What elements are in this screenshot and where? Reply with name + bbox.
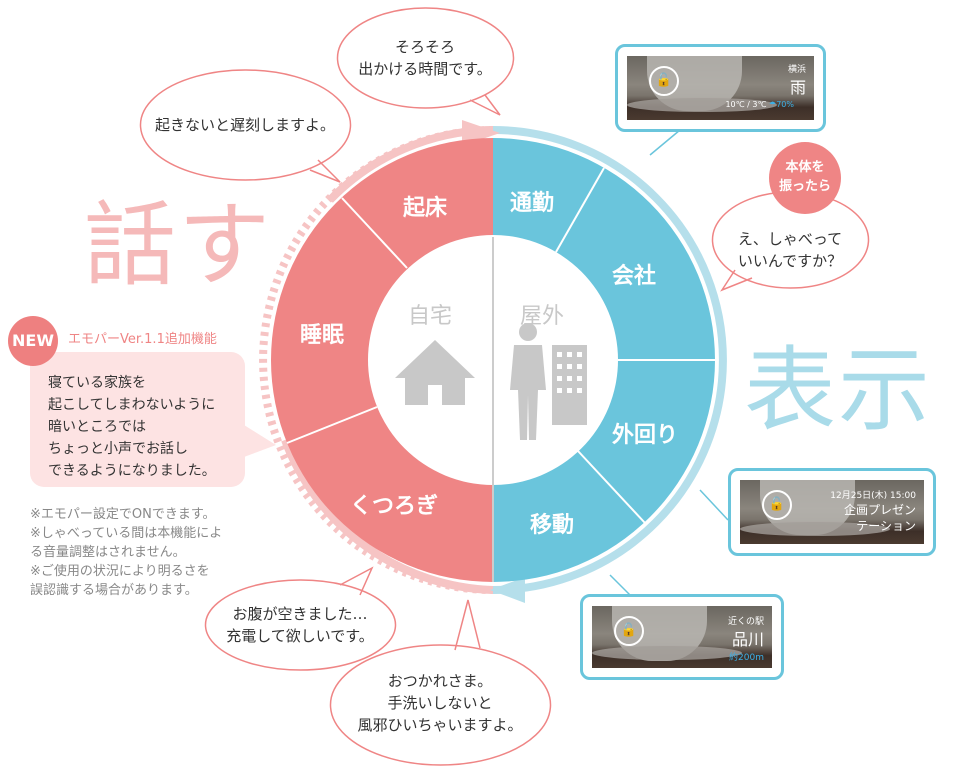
station-name: 品川 — [731, 630, 764, 649]
screen-weather: 🔓 横浜 雨 10℃ / 3℃ ☂70% — [615, 44, 826, 132]
weather-city: 横浜 — [787, 65, 806, 75]
shake-badge — [769, 142, 841, 214]
segment-commute: 通勤 — [510, 191, 555, 216]
bubble-home-text: おつかれさま。手洗いしないと風邪ひいちゃいますよ。 — [340, 670, 540, 736]
unlock-icon: 🔓 — [762, 490, 792, 520]
bubble-text-line: 起きないと遅刻しますよ。 — [154, 116, 335, 134]
bubble-shake-text: え、しゃべっていいんですか？ — [720, 228, 860, 272]
schedule-datetime: 12月25日(木) 15:00 — [830, 491, 916, 501]
weather-condition: 雨 — [789, 78, 806, 97]
bubble-shake — [711, 191, 870, 292]
temps: 10℃ / 3℃ — [725, 100, 767, 109]
segment-sleep: 睡眠 — [300, 323, 345, 348]
bubble-leave-text: そろそろ出かける時間です。 — [345, 36, 505, 80]
segment-office: 会社 — [612, 264, 657, 289]
bubble-hungry — [204, 566, 397, 671]
title-line: 企画プレゼン — [843, 503, 916, 517]
outer-arc-home — [259, 126, 494, 594]
heading-display: 表示 — [744, 337, 933, 444]
feature-line: 寝ている家族を — [48, 375, 146, 391]
screen-station: 🔓 近くの駅 品川 約200m — [580, 594, 784, 680]
heading-speak: 話す — [84, 192, 273, 299]
segment-wake: 起床 — [403, 196, 448, 221]
bubble-text-line: いいんですか？ — [737, 252, 843, 270]
bubble-text-line: 出かける時間です。 — [358, 60, 492, 78]
bubble-wake — [139, 69, 352, 183]
note-line: ※ご使用の状況により明るさを — [30, 564, 210, 579]
bubble-text-line: え、しゃべって — [737, 230, 843, 248]
bubble-hungry-text: お腹が空きました… 充電して欲しいです。 — [215, 603, 385, 647]
feature-notes: ※エモパー設定でONできます。 ※しゃべっている間は本機能によ る音量調整はされ… — [30, 505, 222, 600]
rain-chance: ☂70% — [769, 100, 794, 109]
screen-schedule: 🔓 12月25日(木) 15:00 企画プレゼンテーション — [728, 468, 936, 556]
feature-line: 暗いところでは — [48, 419, 146, 435]
feature-line: 起こしてしまわないように — [48, 397, 216, 413]
bubble-wake-text: 起きないと遅刻しますよ。 — [150, 114, 340, 136]
bubble-text-line: 手洗いしないと — [387, 694, 493, 712]
arrow-bottom-icon — [490, 577, 525, 603]
feature-line: できるようになりました。 — [48, 463, 216, 479]
unlock-icon: 🔓 — [614, 616, 644, 646]
badge-text-line: 本体を — [785, 160, 825, 175]
ring-outside — [493, 138, 715, 582]
unlock-icon: 🔓 — [649, 66, 679, 96]
weather-temps: 10℃ / 3℃ ☂70% — [725, 100, 794, 109]
note-line: ※エモパー設定でONできます。 — [30, 507, 216, 522]
station-distance: 約200m — [729, 653, 764, 663]
note-line: る音量調整はされません。 — [30, 545, 186, 560]
schedule-title: 企画プレゼンテーション — [844, 502, 916, 534]
segment-relax: くつろぎ — [350, 494, 439, 519]
badge-text-line: 振ったら — [778, 179, 831, 194]
note-line: ※しゃべっている間は本機能によ — [30, 526, 223, 541]
box-pointer — [244, 425, 276, 457]
bubble-home — [329, 599, 552, 766]
outer-arc-outside — [492, 126, 727, 594]
note-line: 誤認識する場合があります。 — [30, 583, 198, 598]
new-feature-title: エモパーVer.1.1追加機能 — [68, 332, 217, 347]
title-line: テーション — [856, 519, 916, 533]
bubble-text-line: お腹が空きました… — [232, 605, 368, 623]
shake-badge-text: 本体を振ったら — [770, 158, 840, 196]
station-label: 近くの駅 — [727, 617, 764, 627]
house-icon — [395, 340, 475, 405]
bubble-text-line: 充電して欲しいです。 — [226, 627, 374, 645]
outside-label: 屋外 — [520, 304, 565, 329]
new-badge: NEW — [8, 316, 58, 366]
ring-home — [271, 138, 493, 582]
bubble-text-line: 風邪ひいちゃいますよ。 — [357, 716, 523, 734]
bubble-leave — [336, 7, 515, 116]
segment-outside-work: 外回り — [612, 423, 679, 448]
segment-move: 移動 — [530, 513, 575, 538]
new-feature-box: 寝ている家族を 起こしてしまわないように 暗いところでは ちょっと小声でお話し … — [30, 352, 245, 487]
home-label: 自宅 — [408, 304, 453, 329]
person-building-icon — [510, 323, 587, 440]
bubble-text-line: おつかれさま。 — [387, 672, 493, 690]
bubble-text-line: そろそろ — [394, 38, 455, 56]
feature-line: ちょっと小声でお話し — [48, 441, 188, 457]
